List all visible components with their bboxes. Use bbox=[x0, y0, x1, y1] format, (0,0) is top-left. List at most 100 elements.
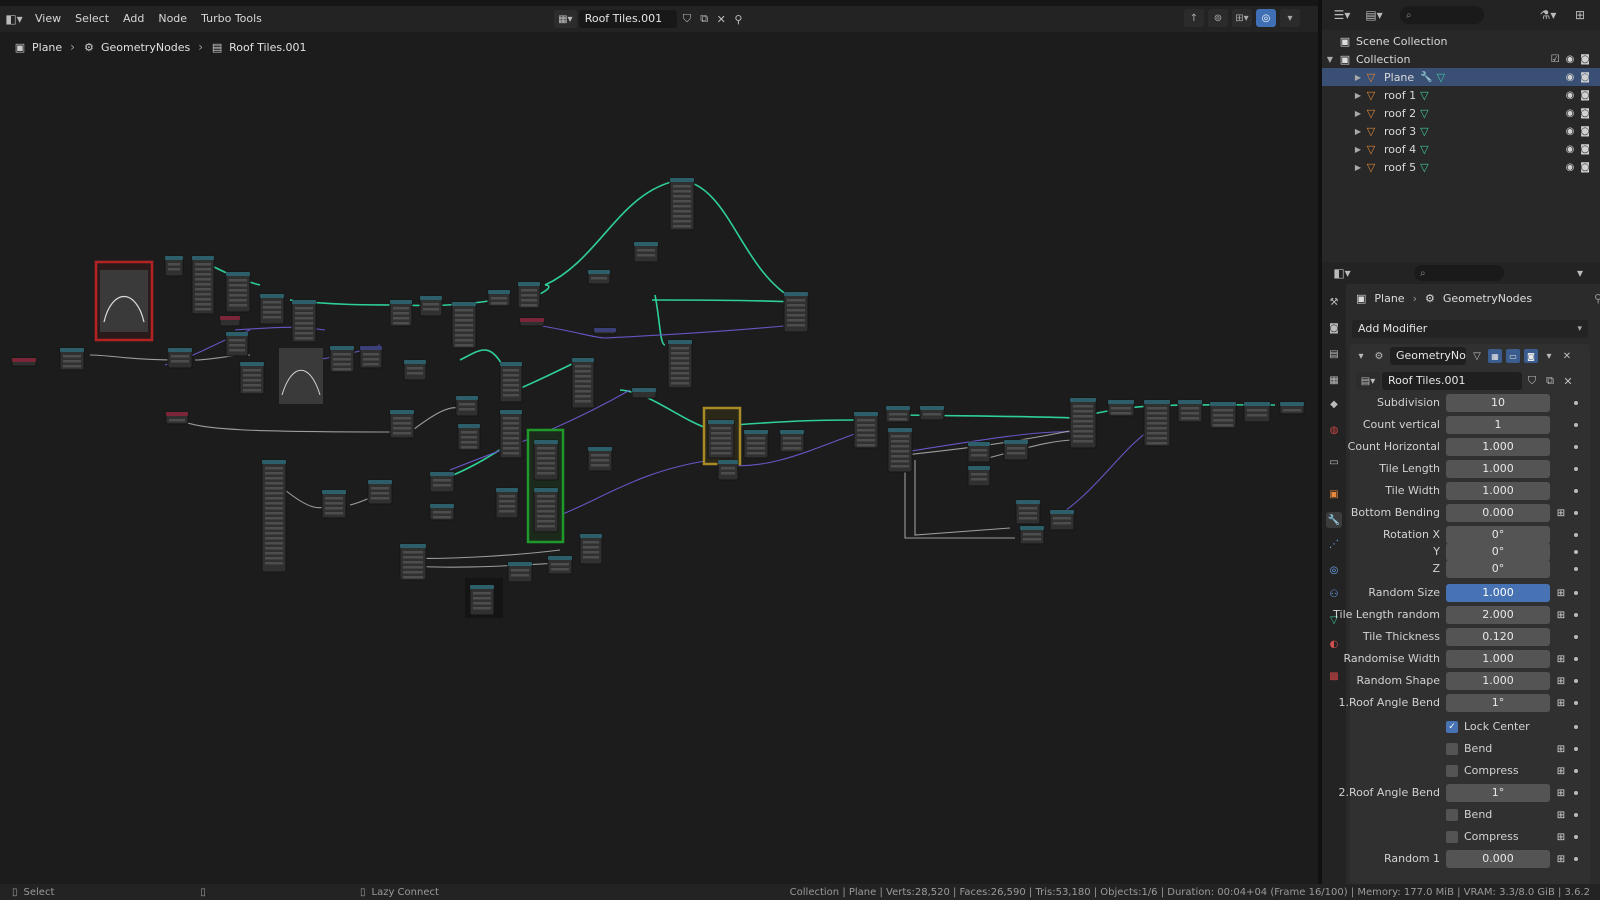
node-header-27[interactable] bbox=[588, 270, 610, 274]
menu-turbo-tools[interactable]: Turbo Tools bbox=[194, 9, 269, 29]
menu-view[interactable]: View bbox=[28, 9, 68, 29]
node-socket-row[interactable] bbox=[747, 447, 765, 450]
node-socket-row[interactable] bbox=[461, 441, 477, 444]
attribute-toggle-icon[interactable]: ⊞ bbox=[1554, 764, 1568, 778]
outliner-object-row[interactable]: ▶▽roof 5▽◉◙ bbox=[1322, 158, 1600, 176]
node-socket-row[interactable] bbox=[503, 394, 519, 397]
node-header-1[interactable] bbox=[60, 348, 84, 352]
node-header-51[interactable] bbox=[854, 412, 878, 416]
node-socket-row[interactable] bbox=[1147, 427, 1167, 430]
modifier-input-field[interactable]: 2.000 bbox=[1446, 606, 1550, 624]
node-socket-row[interactable] bbox=[263, 301, 281, 304]
node-header-5[interactable] bbox=[220, 316, 240, 320]
node-socket-row[interactable] bbox=[265, 472, 283, 475]
mesh-data-icon[interactable]: ▽ bbox=[1420, 89, 1428, 102]
node-socket-row[interactable] bbox=[171, 360, 189, 363]
node-socket-row[interactable] bbox=[503, 437, 519, 440]
modifier-input-field[interactable]: 0° bbox=[1446, 543, 1550, 561]
node-socket-row[interactable] bbox=[521, 299, 537, 302]
keyframe-dot-icon[interactable] bbox=[1574, 769, 1578, 773]
fake-user-shield-icon[interactable]: ⛉ bbox=[679, 10, 694, 28]
node-socket-row[interactable] bbox=[265, 547, 283, 550]
node-socket-row[interactable] bbox=[1213, 409, 1233, 412]
node-socket-row[interactable] bbox=[473, 592, 491, 595]
camera-icon[interactable]: ◙ bbox=[1580, 108, 1590, 119]
node-socket-row[interactable] bbox=[891, 435, 909, 438]
node-socket-row[interactable] bbox=[393, 317, 409, 320]
expand-right-icon[interactable]: ▶ bbox=[1352, 145, 1364, 154]
node-socket-row[interactable] bbox=[891, 460, 909, 463]
node-socket-row[interactable] bbox=[1007, 447, 1025, 450]
node-header-68[interactable] bbox=[594, 328, 616, 332]
node-socket-row[interactable] bbox=[537, 452, 555, 455]
node-socket-row[interactable] bbox=[195, 293, 211, 296]
node-socket-row[interactable] bbox=[229, 339, 245, 342]
node-socket-row[interactable] bbox=[265, 532, 283, 535]
node-socket-row[interactable] bbox=[229, 304, 247, 307]
modifier-input-field[interactable]: 0.000 bbox=[1446, 504, 1550, 522]
node-socket-row[interactable] bbox=[363, 363, 379, 366]
node-socket-row[interactable] bbox=[295, 337, 313, 340]
properties-type-icon[interactable]: ◧▾ bbox=[1328, 263, 1356, 283]
modifier-input-field[interactable]: 1.000 bbox=[1446, 584, 1550, 602]
node-socket-row[interactable] bbox=[551, 563, 569, 566]
node-socket-row[interactable] bbox=[891, 455, 909, 458]
object-tab-icon[interactable]: ▣ bbox=[1326, 486, 1342, 502]
node-header-56[interactable] bbox=[968, 466, 990, 470]
node-socket-row[interactable] bbox=[783, 447, 801, 450]
node-socket-row[interactable] bbox=[263, 306, 281, 309]
snap-icon[interactable]: ⊚ bbox=[1208, 9, 1228, 27]
node-socket-row[interactable] bbox=[371, 492, 389, 495]
node-socket-row[interactable] bbox=[503, 452, 519, 455]
node-socket-row[interactable] bbox=[1073, 420, 1093, 423]
modifier-menu-chevron-icon[interactable]: ▾ bbox=[1542, 349, 1556, 363]
modifier-input-field[interactable]: 0° bbox=[1446, 526, 1550, 544]
node-header-67[interactable] bbox=[1280, 402, 1304, 406]
node-header-17[interactable] bbox=[488, 290, 510, 294]
node-socket-row[interactable] bbox=[575, 385, 591, 388]
node-header-55[interactable] bbox=[968, 442, 990, 446]
node-socket-row[interactable] bbox=[747, 452, 765, 455]
keyframe-dot-icon[interactable] bbox=[1574, 747, 1578, 751]
keyframe-dot-icon[interactable] bbox=[1574, 725, 1578, 729]
node-socket-row[interactable] bbox=[325, 502, 343, 505]
node-socket-row[interactable] bbox=[195, 308, 211, 311]
scene-tab-icon[interactable]: ◆ bbox=[1326, 396, 1342, 412]
node-socket-row[interactable] bbox=[265, 542, 283, 545]
camera-icon[interactable]: ◙ bbox=[1580, 126, 1590, 137]
node-socket-row[interactable] bbox=[787, 314, 805, 317]
node-socket-row[interactable] bbox=[499, 500, 515, 503]
node-header-19[interactable] bbox=[520, 318, 544, 322]
node-socket-row[interactable] bbox=[583, 546, 599, 549]
node-socket-row[interactable] bbox=[537, 510, 555, 513]
outliner-object-row[interactable]: ▶▽Plane🔧▽◉◙ bbox=[1322, 68, 1600, 86]
render-camera-icon[interactable]: ◙ bbox=[1524, 349, 1538, 363]
unlink-close-icon[interactable]: ✕ bbox=[1560, 372, 1576, 390]
node-socket-row[interactable] bbox=[1019, 507, 1037, 510]
node-socket-row[interactable] bbox=[491, 302, 507, 305]
node-socket-row[interactable] bbox=[721, 472, 735, 475]
node-socket-row[interactable] bbox=[1019, 517, 1037, 520]
node-socket-row[interactable] bbox=[591, 464, 609, 467]
node-header-49[interactable] bbox=[780, 430, 804, 434]
node-header-23[interactable] bbox=[458, 424, 480, 428]
node-socket-row[interactable] bbox=[393, 427, 411, 430]
node-socket-row[interactable] bbox=[363, 353, 379, 356]
node-header-6[interactable] bbox=[226, 332, 248, 336]
node-socket-row[interactable] bbox=[168, 268, 180, 271]
physics-tab-icon[interactable]: ◎ bbox=[1326, 562, 1342, 578]
node-socket-row[interactable] bbox=[393, 417, 411, 420]
node-header-63[interactable] bbox=[1144, 400, 1170, 404]
expand-right-icon[interactable]: ▶ bbox=[1352, 127, 1364, 136]
node-header-41[interactable] bbox=[400, 544, 426, 548]
node-socket-row[interactable] bbox=[295, 322, 313, 325]
pin-icon[interactable]: ⚲ bbox=[1594, 292, 1600, 305]
node-header-32[interactable] bbox=[588, 447, 612, 451]
outliner-search-input[interactable]: ⌕ bbox=[1400, 6, 1484, 24]
node-socket-row[interactable] bbox=[857, 424, 875, 427]
keyframe-dot-icon[interactable] bbox=[1574, 567, 1578, 571]
modifier-input-field[interactable]: 1.000 bbox=[1446, 460, 1550, 478]
node-header-16[interactable] bbox=[452, 302, 476, 306]
node-socket-row[interactable] bbox=[537, 467, 555, 470]
node-socket-row[interactable] bbox=[265, 527, 283, 530]
